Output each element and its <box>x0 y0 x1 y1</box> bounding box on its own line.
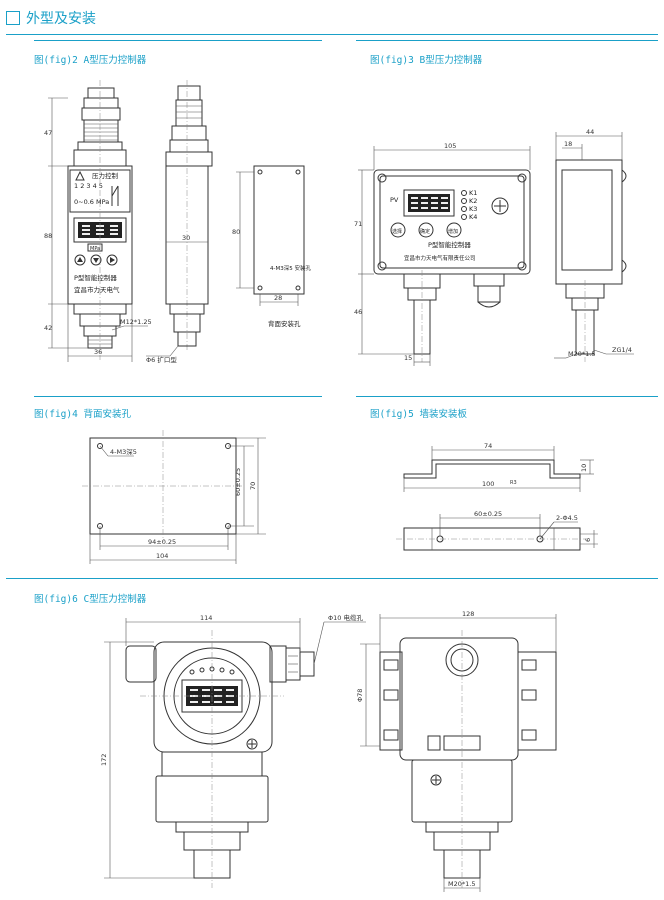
fig4-v: 60±0.25 <box>234 468 242 496</box>
fig6-front-view: 114 Φ10 电缆孔 172 <box>100 613 366 888</box>
fig3-btn1: 选择 <box>392 228 402 235</box>
fig5-top-view: 60±0.25 2-Φ4.5 6 <box>396 510 598 551</box>
fig4-back-holes: 4-M3深5 60±0.25 70 94±0.25 104 <box>82 430 266 564</box>
fig2-dim-36: 36 <box>94 348 102 356</box>
fig2-holes: 4-M3深5 安装孔 <box>270 264 311 272</box>
fig2-dim-42: 42 <box>44 324 52 332</box>
fig3-dim-105: 105 <box>444 142 456 150</box>
fig5-dim-60: 60±0.25 <box>474 510 502 518</box>
caption-fig3: 图(fig)3 B型压力控制器 <box>370 55 483 66</box>
header-rule <box>6 34 658 35</box>
fig3-maker: 宜昌市力天电气有限责任公司 <box>404 254 476 262</box>
fig2-title: P型智能控制器 <box>74 273 117 282</box>
fig2-dim-28: 28 <box>274 294 282 302</box>
fig6-thread: M20*1.5 <box>448 880 475 888</box>
fig3-btn3: 增加 <box>448 228 458 235</box>
fig3-dim-18: 18 <box>564 140 572 148</box>
fig2-thread: M12*1.25 <box>120 318 152 326</box>
fig2-back-label: 背面安装孔 <box>268 319 301 328</box>
fig3-k4: K4 <box>469 213 477 221</box>
checkbox-square-icon <box>6 11 20 25</box>
caption-fig2: 图(fig)2 A型压力控制器 <box>34 55 147 66</box>
fig3-front-view: PV K1 K2 K3 K4 选择 确定 增加 P型智能控制器 宜昌市力天电气有… <box>354 142 531 366</box>
fig3-k1: K1 <box>469 189 477 197</box>
fig2-top-label: 压力控制 <box>92 171 119 180</box>
fig4-h2: 104 <box>156 552 168 560</box>
fig6-side-view: 128 Φ78 M20*1.5 <box>356 610 557 892</box>
caption-fig6: 图(fig)6 C型压力控制器 <box>34 594 147 605</box>
fig3-thread: M20*1.5 <box>568 350 595 358</box>
fig5-dim-100: 100 <box>482 480 494 488</box>
fig5-hole: 2-Φ4.5 <box>556 514 578 522</box>
fig2-front-view: 压力控制 1 2 3 4 5 0~0.6 MPa MPa P型智能控制器 宜昌市… <box>44 80 152 362</box>
rule-fig3 <box>356 40 658 41</box>
section-title: 外型及安装 <box>26 11 96 27</box>
caption-fig5: 图(fig)5 墙装安装板 <box>370 409 468 420</box>
fig3-k3: K3 <box>469 205 477 213</box>
fig2-dim-47: 47 <box>44 129 52 137</box>
fig6-dim-172: 172 <box>100 754 108 766</box>
fig5-dim-10: 10 <box>580 464 588 472</box>
fig3-dim-71: 71 <box>354 220 362 228</box>
fig2-back-view: 80 28 4-M3深5 安装孔 背面安装孔 <box>232 165 311 328</box>
fig6-dim-114: 114 <box>200 614 212 622</box>
section-header: 外型及安装 <box>6 8 96 28</box>
fig4-v2: 70 <box>249 482 257 490</box>
fig3-logo-icon <box>491 197 509 215</box>
fig2-dim-80: 80 <box>232 228 240 236</box>
rule-fig6 <box>6 578 658 579</box>
rule-fig4 <box>34 396 322 397</box>
fig5-dim-74: 74 <box>484 442 492 450</box>
fig3-side-view: 44 18 M20*1.5 ZG1/4 <box>554 128 634 362</box>
fig2-nums: 1 2 3 4 5 <box>74 182 103 190</box>
fig3-zg: ZG1/4 <box>612 346 632 354</box>
fig5-side-profile: 74 100 10 R3 <box>403 442 594 492</box>
fig3-dim-15: 15 <box>404 354 412 362</box>
fig4-h: 94±0.25 <box>148 538 176 546</box>
fig3-dim-46: 46 <box>354 308 362 316</box>
caption-fig4: 图(fig)4 背面安装孔 <box>34 409 132 420</box>
fig3-btn2: 确定 <box>420 228 430 235</box>
rule-fig5 <box>356 396 658 397</box>
fig2-dim-30: 30 <box>182 234 190 242</box>
fig5-dim-6: 6 <box>584 538 592 542</box>
fig2-side-view: 30 Φ6 扩口型 <box>146 80 213 364</box>
fig6-dim-128: 128 <box>462 610 474 618</box>
fig3-k2: K2 <box>469 197 477 205</box>
fig4-holes: 4-M3深5 <box>110 447 137 456</box>
fig6-cable: Φ10 电缆孔 <box>328 613 363 622</box>
fig3-pv: PV <box>390 196 399 204</box>
fig2-sub1: 0~0.6 MPa <box>74 198 109 206</box>
fig3-dim-44: 44 <box>586 128 594 136</box>
fig5-r: R3 <box>510 480 517 486</box>
fig2-unit: MPa <box>90 246 100 252</box>
rule-fig2 <box>34 40 322 41</box>
fig3-title: P型智能控制器 <box>428 240 471 249</box>
fig6-dim-78: Φ78 <box>356 689 364 702</box>
fig2-plug: Φ6 扩口型 <box>146 355 177 364</box>
fig2-dim-88: 88 <box>44 232 52 240</box>
fig2-maker: 宜昌市力天电气 <box>74 285 120 294</box>
